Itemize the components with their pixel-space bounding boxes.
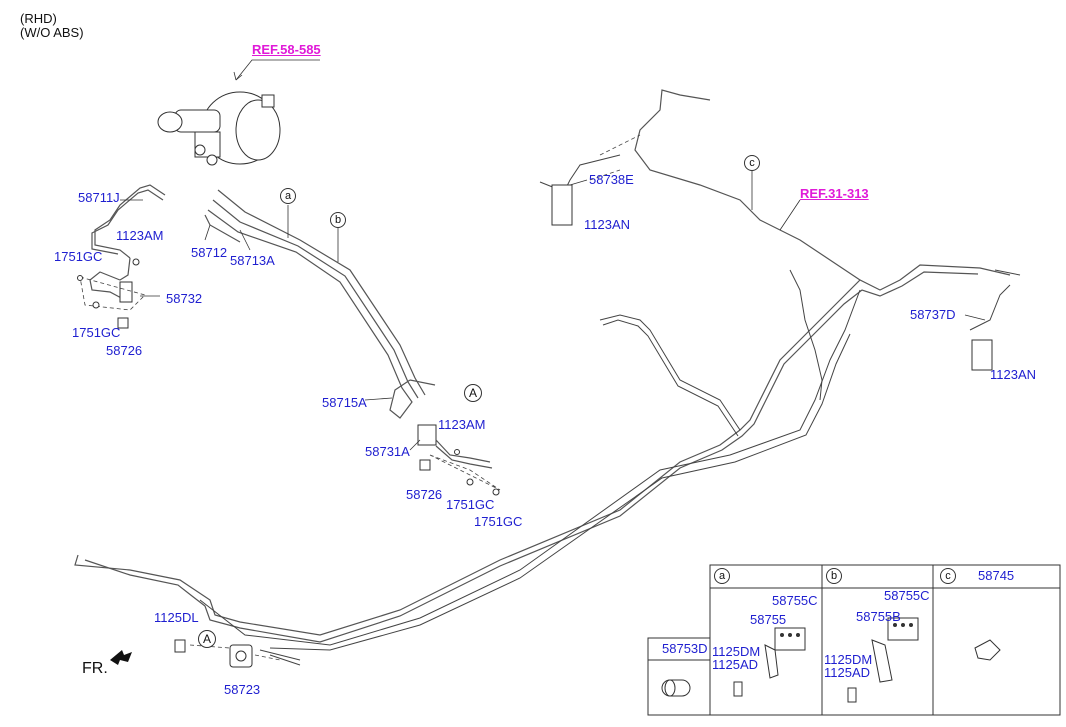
label-58726-mid: 58726 [406,487,443,502]
pipe-sleeve-icon [661,679,691,697]
label-58711j: 58711J [78,190,120,205]
label-58726-left: 58726 [106,343,143,358]
label-1125dl: 1125DL [154,610,199,625]
callout-b: b [330,212,346,228]
brake-hose-58731a [417,424,501,496]
legend-callout-a: a [714,568,730,584]
front-label: FR. [82,660,108,677]
label-1751gc-bot: 1751GC [474,514,523,529]
legend-a-1125dm: 1125DM [712,644,761,659]
label-58713a: 58713A [230,253,275,268]
front-arrow-icon [110,650,132,665]
label-1751gc-top: 1751GC [54,249,103,264]
legend-callout-b: b [826,568,842,584]
label-58712: 58712 [191,245,228,260]
callout-A-bottom: A [198,630,216,648]
legend-callout-c: c [940,568,956,584]
legend-a-1125ad: 1125AD [712,657,759,672]
header-rhd: (RHD) [20,11,57,26]
legend-58753d: 58753D [662,641,708,656]
rear-right-pipes [539,89,1021,371]
legend-a-58755c: 58755C [772,593,818,608]
legend-b-58755b: 58755B [856,609,901,624]
label-1123am-top: 1123AM [116,228,164,243]
callout-c: c [744,155,760,171]
label-58732: 58732 [166,291,203,306]
rear-brake-lines [74,264,1011,666]
legend-b-58755c: 58755C [884,588,930,603]
brake-pipe-58713a [204,189,436,419]
callout-a: a [280,188,296,204]
proportioning-valve-58723 [174,639,281,668]
label-1123an-right: 1123AN [990,367,1037,382]
legend-table [647,564,1061,716]
callout-A-top: A [464,384,482,402]
clip-58745-icon [974,639,1001,661]
label-1751gc-left: 1751GC [72,325,121,340]
ref-fuel-link[interactable]: REF.31-313 [800,186,869,201]
legend-a-58755: 58755 [750,612,787,627]
label-1123an-mid: 1123AN [584,217,631,232]
label-58715a: 58715A [322,395,367,410]
clip-58755b-icon [847,617,919,703]
label-58738e: 58738E [589,172,634,187]
ref-brake-link[interactable]: REF.58-585 [252,42,321,57]
label-1123am-mid: 1123AM [438,417,486,432]
legend-b-1125ad: 1125AD [824,665,871,680]
clip-58755-icon [733,627,806,697]
label-1751gc-mid: 1751GC [446,497,495,512]
leader-lines [120,170,986,451]
legend-b-1125dm: 1125DM [824,652,873,667]
label-58723: 58723 [224,682,261,697]
label-58731a: 58731A [365,444,410,459]
header-wo-abs: (W/O ABS) [20,25,84,40]
legend-c-58745: 58745 [978,568,1015,583]
label-58737d: 58737D [910,307,956,322]
brake-hose-58711j [77,184,166,329]
brake-booster-assembly [157,91,281,166]
